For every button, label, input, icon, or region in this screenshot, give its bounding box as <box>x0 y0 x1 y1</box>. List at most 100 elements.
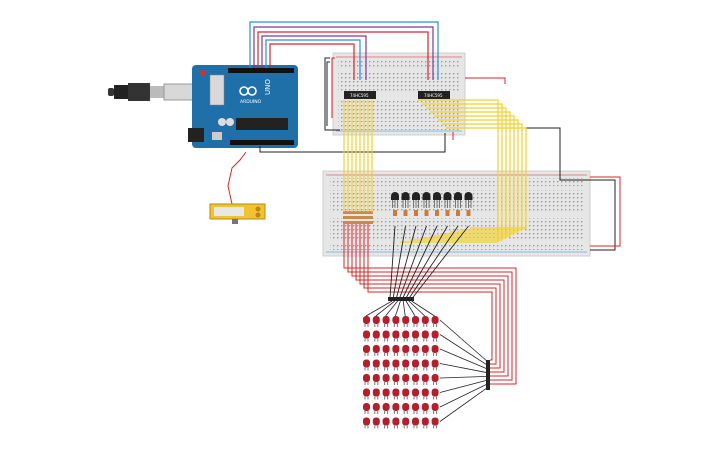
led <box>392 330 400 342</box>
led <box>363 316 370 327</box>
led <box>431 330 439 342</box>
led <box>372 316 380 327</box>
column-wire <box>395 225 417 299</box>
transistor <box>443 192 452 216</box>
transistor <box>422 192 431 216</box>
arduino-infinity-logo <box>239 86 257 96</box>
base-resistor <box>466 210 471 216</box>
led <box>372 388 380 400</box>
led <box>382 417 390 429</box>
transistor <box>464 192 473 216</box>
led <box>412 403 419 414</box>
led <box>421 374 429 385</box>
row-wires <box>343 224 517 385</box>
led <box>402 403 410 414</box>
transistor <box>401 192 410 216</box>
row-header-connector <box>486 360 490 390</box>
led <box>382 359 390 371</box>
transistor <box>454 192 462 216</box>
led <box>402 330 410 342</box>
column-wire <box>412 225 469 299</box>
column-wire <box>402 225 438 299</box>
led <box>412 417 419 429</box>
led <box>363 403 370 414</box>
led <box>392 316 400 327</box>
transistor-row <box>391 192 473 216</box>
led <box>421 388 429 400</box>
yellow-data-wires <box>343 99 527 243</box>
led <box>392 345 400 356</box>
led <box>431 316 439 327</box>
chip-1-label: 74HC595 <box>350 93 369 98</box>
led <box>431 374 439 385</box>
led <box>372 330 380 342</box>
shift-register-chip-2[interactable]: 74HC595 <box>418 91 450 99</box>
led <box>421 345 429 356</box>
arduino-uno-board[interactable]: ARDUINO UNO <box>188 65 298 148</box>
led <box>363 388 370 400</box>
led <box>421 417 429 429</box>
led <box>421 359 429 371</box>
led <box>431 403 439 414</box>
signal-wires <box>249 21 439 80</box>
arduino-model-text: UNO <box>264 79 272 95</box>
led <box>421 330 429 342</box>
led <box>363 417 370 429</box>
led <box>431 388 439 400</box>
led <box>382 388 390 400</box>
column-wire <box>405 225 448 299</box>
led <box>392 359 400 371</box>
base-resistor <box>424 210 429 216</box>
led <box>431 359 439 371</box>
led <box>431 345 439 356</box>
chip-2-label: 74HC595 <box>424 93 443 98</box>
led <box>402 374 410 385</box>
power-wires <box>331 57 621 247</box>
led <box>372 374 380 385</box>
led <box>392 403 400 414</box>
transistor <box>391 192 399 216</box>
led <box>392 417 400 429</box>
led <box>372 417 380 429</box>
led <box>372 359 380 371</box>
led <box>402 345 410 356</box>
led <box>382 374 390 385</box>
base-resistor <box>435 210 439 216</box>
led <box>412 374 419 385</box>
base-resistor <box>414 210 418 216</box>
base-resistor <box>393 210 397 216</box>
led <box>372 345 380 356</box>
column-header-connector <box>388 297 414 301</box>
arduino-logo-text: ARDUINO <box>240 99 262 105</box>
led <box>402 417 410 429</box>
resistor-array <box>343 211 373 224</box>
led <box>392 374 400 385</box>
led <box>412 316 419 327</box>
column-wire <box>389 225 396 299</box>
led <box>402 316 410 327</box>
base-resistor <box>445 210 450 216</box>
led <box>412 388 419 400</box>
led <box>421 316 429 327</box>
led <box>382 403 390 414</box>
potentiometer[interactable] <box>209 151 266 224</box>
led <box>421 403 429 414</box>
transistor <box>433 192 441 216</box>
led <box>412 359 419 371</box>
led <box>392 388 400 400</box>
breadboard-top[interactable]: 74HC595 74HC595 <box>332 52 466 136</box>
led <box>412 330 419 342</box>
led <box>382 345 390 356</box>
column-wires <box>389 225 469 299</box>
column-wire <box>408 225 459 299</box>
led <box>363 359 370 371</box>
row-fan-wires <box>365 300 489 422</box>
led <box>402 359 410 371</box>
shift-register-chip-1[interactable]: 74HC595 <box>344 91 376 99</box>
led <box>402 388 410 400</box>
led <box>363 345 370 356</box>
column-wire <box>399 225 427 299</box>
led <box>382 330 390 342</box>
led <box>382 316 390 327</box>
